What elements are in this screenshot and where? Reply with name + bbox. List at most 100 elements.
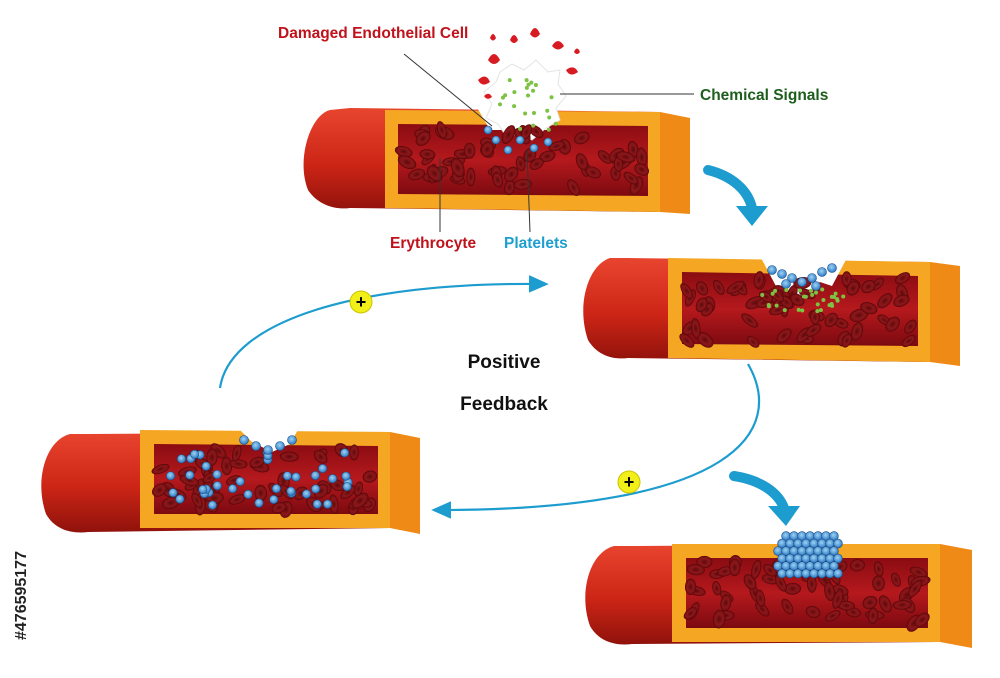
erythrocyte-cell [805, 605, 821, 618]
erythrocyte-cell [860, 302, 878, 315]
erythrocyte-cell [680, 283, 694, 300]
erythrocyte-cell [206, 448, 218, 466]
platelet-cell [212, 481, 222, 491]
platelet-cell [342, 482, 352, 492]
platelet-cell [271, 484, 281, 494]
erythrocyte-cell [623, 171, 639, 185]
chemical-signal-dot [546, 127, 551, 132]
erythrocyte-cell [861, 279, 876, 294]
platelet-cell [781, 279, 791, 289]
erythrocyte-cell [501, 125, 516, 144]
erythrocyte-cell [713, 279, 725, 295]
erythrocyte-cell [895, 272, 911, 285]
chemical-signal-dot [818, 308, 823, 313]
chemical-signal-dot [796, 307, 801, 312]
platelet-cell [787, 273, 797, 283]
platelet-cell [269, 494, 279, 504]
platelet-cell [767, 265, 777, 275]
platelet-cell [251, 441, 261, 451]
chemical-signal-dot [524, 78, 529, 83]
erythrocyte-cell [684, 578, 697, 596]
chemical-signal-dot [784, 288, 789, 293]
chemical-signal-dot [512, 104, 517, 109]
platelet-cell [829, 561, 839, 571]
erythrocyte-cell [741, 313, 759, 328]
erythrocyte-cell [805, 323, 822, 337]
chemical-signal-dot [545, 108, 550, 113]
chemical-signal-dot [547, 115, 552, 120]
erythrocyte-cell [504, 166, 519, 182]
erythrocyte-cell [775, 574, 787, 592]
platelet-cell [340, 448, 350, 458]
erythrocyte-cell [790, 293, 805, 307]
erythrocyte-cell [574, 131, 590, 145]
platelet-cell [239, 435, 249, 445]
platelet-cell [175, 494, 185, 504]
chemical-signal-dot [503, 93, 508, 98]
erythrocyte-cell [781, 598, 794, 615]
platelet-cell [318, 463, 328, 473]
erythrocyte-cell [151, 463, 170, 475]
platelet-cell [817, 568, 827, 579]
platelet-cell [829, 531, 839, 541]
erythrocyte-cell [901, 334, 916, 348]
chemical-signal-dot [498, 102, 503, 107]
burst-droplets [478, 28, 580, 99]
erythrocyte-cell [885, 316, 900, 332]
watermark-id: #476595177 [13, 551, 30, 640]
erythrocyte-cell [824, 312, 838, 328]
erythrocyte-cell [746, 336, 760, 348]
platelet-cell [328, 474, 338, 484]
chemical-signal-dot [841, 294, 846, 299]
erythrocyte-cell [408, 168, 426, 181]
chemical-signal-dot [835, 297, 840, 302]
platelet-cell [243, 489, 253, 499]
erythrocyte-cell [450, 158, 465, 178]
erythrocyte-cell [597, 150, 613, 164]
erythrocyte-cell [548, 140, 565, 152]
erythrocyte-cell [849, 559, 865, 572]
erythrocyte-cell [480, 141, 494, 157]
erythrocyte-cell [696, 555, 713, 569]
chemical-signal-dot [820, 287, 825, 292]
erythrocyte-cell [351, 492, 369, 509]
erythrocyte-cell [867, 607, 879, 624]
erythrocyte-cell [466, 167, 476, 187]
chemical-signal-dot [800, 308, 805, 313]
erythrocyte-cell [824, 581, 835, 601]
chemical-signal-dot [760, 292, 765, 297]
erythrocyte-cell [873, 561, 884, 577]
chemical-signal-dot [531, 123, 536, 128]
blood-cells-layer [151, 78, 931, 632]
center-title-line-1: Positive [468, 352, 541, 373]
erythrocyte-cell [492, 172, 503, 188]
erythrocyte-cell [152, 483, 168, 497]
erythrocyte-cell [890, 572, 901, 587]
platelet-cell [254, 498, 264, 508]
erythrocyte-cell [841, 271, 852, 287]
svg-text:+: + [624, 472, 635, 492]
platelet-cell [809, 568, 819, 579]
chemical-signal-dot [507, 78, 512, 83]
chemical-signal-dot [814, 290, 819, 295]
platelet-cell [833, 568, 843, 579]
chemical-signal-dot [808, 288, 813, 293]
platelet-cell [212, 469, 222, 479]
erythrocyte-cell [397, 155, 417, 170]
platelet-cell [777, 568, 787, 579]
erythrocyte-cell [634, 163, 649, 176]
platelet-cell [302, 489, 312, 499]
erythrocyte-cell [362, 470, 378, 483]
chemical-signal-dot [773, 288, 778, 293]
chemical-signal-dot [766, 304, 771, 309]
erythrocyte-cell [755, 589, 766, 607]
platelet-cell [228, 484, 238, 494]
platelet-cell [185, 470, 195, 480]
platelet-cell [168, 488, 178, 498]
platelet-cell [282, 471, 292, 481]
platelet-cell [341, 471, 351, 481]
chemical-signal-dot [815, 309, 820, 314]
platelet-cell [785, 568, 795, 579]
platelet-cell [235, 476, 245, 486]
erythrocyte-cell [567, 179, 580, 196]
